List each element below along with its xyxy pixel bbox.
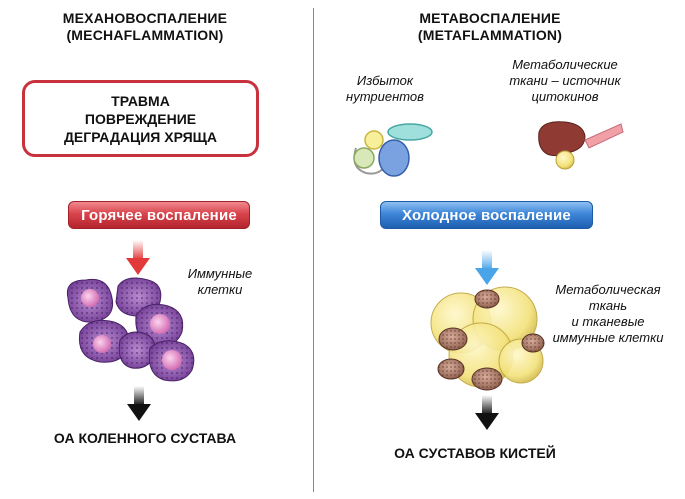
left-title: МЕХАНОВОСПАЛЕНИЕ (MECHAFLAMMATION) bbox=[20, 10, 270, 44]
tissue-immune-cell bbox=[438, 327, 468, 351]
blue-arrow-icon bbox=[475, 250, 499, 285]
tissue-immune-cell bbox=[474, 289, 500, 309]
nutrients-line2: нутриентов bbox=[346, 89, 424, 104]
tissue-label: Метаболические ткани – источник цитокино… bbox=[495, 57, 635, 105]
left-title-line1: МЕХАНОВОСПАЛЕНИЕ bbox=[62, 10, 228, 26]
trauma-line3: ДЕГРАДАЦИЯ ХРЯЩА bbox=[63, 128, 218, 145]
immune-cell bbox=[148, 340, 195, 382]
immune-cell bbox=[78, 319, 130, 363]
metabolic-tissue-icon bbox=[538, 121, 624, 170]
metabolic-immune-line2: ткань bbox=[588, 298, 628, 313]
metabolic-immune-line1: Метаболическая bbox=[555, 282, 661, 297]
nutrients-icon bbox=[353, 123, 433, 177]
tissue-line1: Метаболические bbox=[512, 57, 618, 72]
immune-cell bbox=[66, 278, 114, 323]
metabolic-immune-line3: и тканевые bbox=[571, 314, 645, 329]
column-divider bbox=[313, 8, 314, 492]
immune-cells-line2: клетки bbox=[197, 282, 243, 297]
knee-oa-label: ОА КОЛЕННОГО СУСТАВА bbox=[53, 430, 237, 446]
right-title-line2: (METAFLAMMATION) bbox=[417, 27, 563, 43]
metabolic-immune-label: Метаболическая ткань и тканевые иммунные… bbox=[538, 282, 678, 346]
immune-cells-label: Иммунные клетки bbox=[180, 266, 260, 298]
nutrients-line1: Избыток bbox=[356, 73, 414, 88]
black-arrow-icon-right bbox=[475, 395, 499, 430]
tissue-immune-cell bbox=[437, 358, 465, 380]
trauma-line2: ПОВРЕЖДЕНИЕ bbox=[84, 110, 197, 127]
trauma-box: ТРАВМА ПОВРЕЖДЕНИЕ ДЕГРАДАЦИЯ ХРЯЩА bbox=[22, 80, 259, 157]
trauma-line1: ТРАВМА bbox=[111, 92, 170, 109]
right-title: МЕТАВОСПАЛЕНИЕ (METAFLAMMATION) bbox=[360, 10, 620, 44]
nutrients-label: Избыток нутриентов bbox=[330, 73, 440, 105]
red-arrow-icon bbox=[126, 240, 150, 275]
hand-oa-label: ОА СУСТАВОВ КИСТЕЙ bbox=[394, 445, 556, 461]
immune-cells-line1: Иммунные bbox=[187, 266, 253, 281]
left-title-line2: (MECHAFLAMMATION) bbox=[66, 27, 224, 43]
tissue-line3: цитокинов bbox=[531, 89, 599, 104]
metabolic-immune-line4: иммунные клетки bbox=[552, 330, 664, 345]
tissue-line2: ткани – источник bbox=[509, 73, 621, 88]
immune-cells-illustration bbox=[66, 277, 195, 382]
cold-inflammation-pill: Холодное воспаление bbox=[380, 201, 593, 229]
black-arrow-icon bbox=[127, 386, 151, 421]
tissue-immune-cell bbox=[521, 333, 545, 353]
adipose-tissue-illustration bbox=[430, 286, 545, 391]
right-title-line1: МЕТАВОСПАЛЕНИЕ bbox=[419, 10, 561, 26]
hot-inflammation-pill: Горячее воспаление bbox=[68, 201, 250, 229]
tissue-immune-cell bbox=[471, 367, 503, 391]
